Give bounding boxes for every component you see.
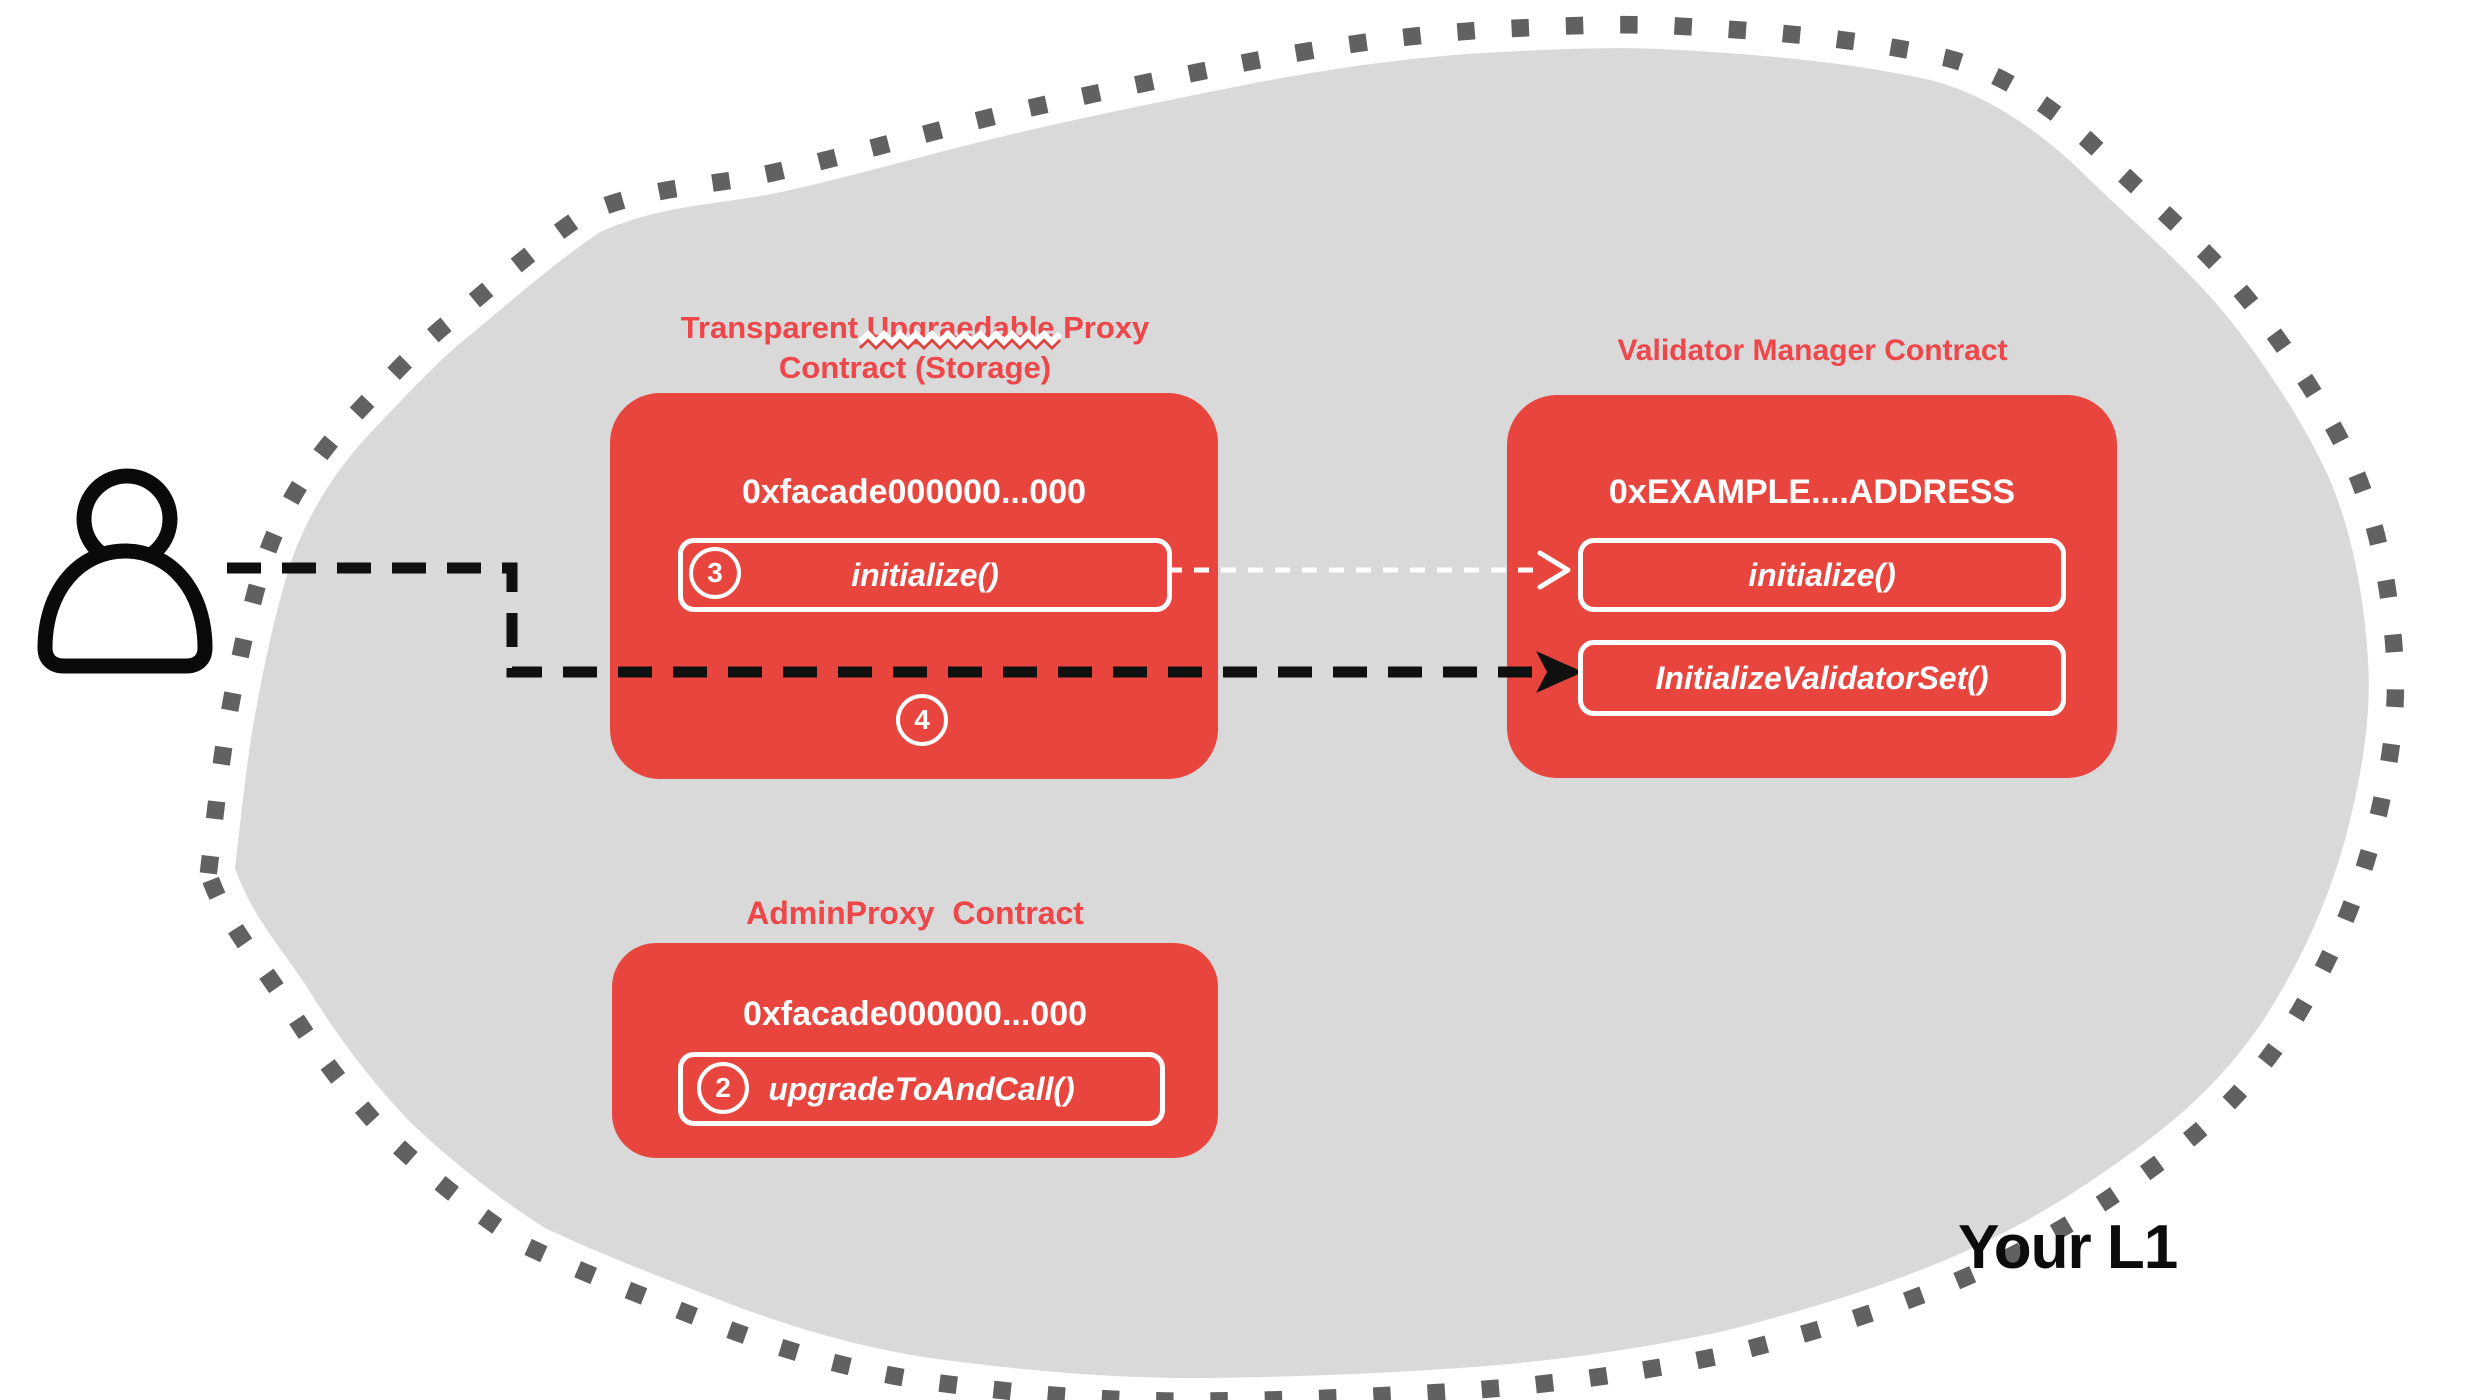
user-call-arrowhead [1536, 651, 1583, 693]
proxy-to-validator-arrowhead [1537, 550, 1571, 590]
validator-initializevalidatorset-function: InitializeValidatorSet() [1578, 640, 2066, 716]
admin-upgradetoandcall-label: upgradeToAndCall() [768, 1070, 1075, 1107]
step-2-badge: 2 [697, 1062, 749, 1114]
validator-contract-address: 0xEXAMPLE....ADDRESS [1608, 473, 2016, 511]
admin-upgradetoandcall-function: upgradeToAndCall() [678, 1052, 1165, 1126]
red-squiggle [858, 337, 1062, 351]
admin-contract-address: 0xfacade000000...000 [742, 995, 1088, 1033]
validator-initialize-function: initialize() [1578, 538, 2066, 612]
proxy-initialize-function: initialize() [678, 538, 1172, 612]
admin-proxy-contract-title: AdminProxy Contract [746, 895, 1084, 931]
validator-manager-contract-title: Validator Manager Contract [1617, 334, 2008, 367]
proxy-initialize-label: initialize() [851, 556, 999, 593]
step-3-badge: 3 [689, 547, 741, 599]
step-2-number: 2 [715, 1072, 731, 1103]
your-l1-label: Your L1 [1958, 1213, 2178, 1282]
spellcheck-squiggle-icon [858, 330, 1063, 351]
validator-initializevalidatorset-label: InitializeValidatorSet() [1655, 659, 1989, 696]
proxy-contract-address: 0xfacade000000...000 [741, 473, 1087, 511]
step-4-badge: 4 [896, 694, 948, 746]
person-icon [37, 468, 213, 674]
proxy-contract-title-line2: Contract (Storage) [778, 350, 1052, 385]
validator-initialize-label: initialize() [1748, 556, 1896, 593]
white-squiggle [858, 330, 1063, 347]
user-call-dashed-arrow [227, 562, 1536, 678]
step-3-number: 3 [707, 557, 723, 588]
step-4-number: 4 [914, 704, 930, 735]
